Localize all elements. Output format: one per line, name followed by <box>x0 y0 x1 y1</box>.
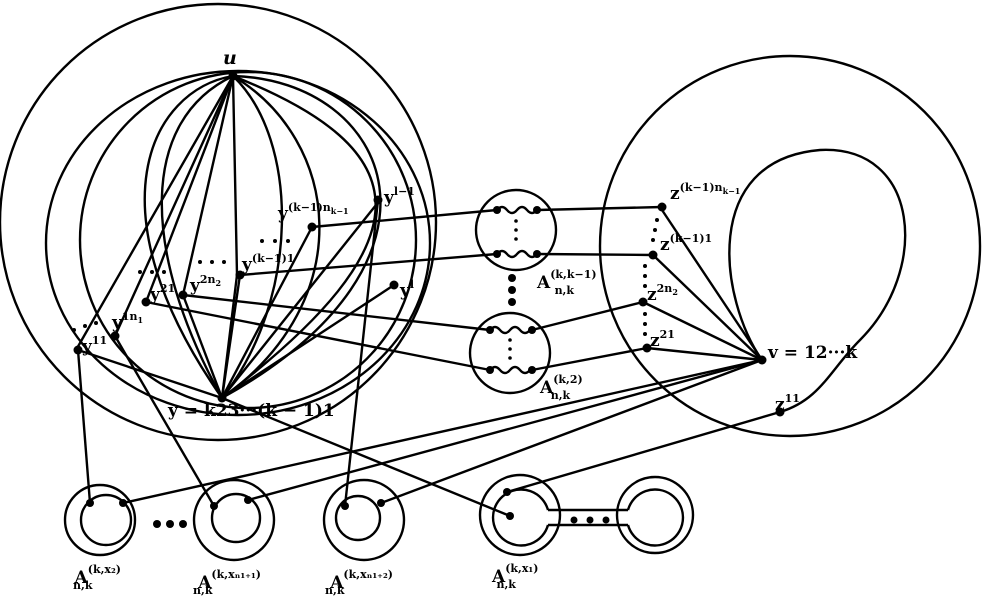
dots-mid <box>198 260 226 264</box>
A-k-xn1p2-outer <box>322 478 406 562</box>
label-z-kminus1-nk1: z(k−1)nk−1 <box>670 181 740 204</box>
A-k-2-circle <box>468 311 552 395</box>
edge-y2n2-A2 <box>182 293 491 332</box>
label-z-kminus1-1: z(k−1)1 <box>660 232 712 255</box>
bottom-cluster: A(k,x₂)n,k A(k,xₙ₁₊₁)n,k A(k,xₙ₁₊₂)n,k A… <box>63 473 695 597</box>
A-k-x2-inner <box>79 493 133 547</box>
u-y-curve-f <box>221 74 382 400</box>
edge-u-y21 <box>144 75 235 303</box>
edge-u-y1n1 <box>113 75 235 337</box>
u-y-curve-a <box>143 74 234 399</box>
edge-v-z21 <box>646 346 763 362</box>
edge-A2-z21 <box>531 346 648 372</box>
A-k-2-wave-bot <box>489 365 531 375</box>
z-dots-top <box>651 218 659 242</box>
edge-A-zk1 <box>536 252 654 257</box>
right-loop <box>728 148 907 414</box>
label-A-k-xn1p1: A(k,xₙ₁₊₁)n,k <box>193 568 261 597</box>
dots-lower-left <box>72 321 98 332</box>
A-k-kminus1-wave-top <box>496 205 538 215</box>
label-y-1n1: y1n1 <box>111 310 143 333</box>
u-y-curve-d <box>221 74 321 399</box>
A-k-kminus1-inner-dots <box>514 219 518 241</box>
edge-y21-A2 <box>145 300 491 372</box>
A-k-xn1p2-inner <box>334 494 382 542</box>
u-y-curve-c <box>221 75 284 399</box>
label-y-2n2: y2n2 <box>189 273 221 296</box>
z-dots-low <box>643 312 647 336</box>
label-A-k-x1: A(k,x₁)n,k <box>491 562 538 591</box>
edge-z11-Ax1 <box>506 410 781 494</box>
A-k-kminus1-wave-bot <box>496 249 538 259</box>
edge-v-Axn1p1 <box>247 358 763 502</box>
left-ellipse-1 <box>44 69 432 417</box>
A-k-x1-left-outer <box>478 473 562 557</box>
edge-v-z2n2 <box>642 300 763 362</box>
A-k-x2-outer <box>63 483 137 557</box>
edge-yl1-Axn1p2 <box>343 199 380 507</box>
label-y-kminus1-1: y(k−1)1 <box>241 252 294 275</box>
A-k-xn1p1-outer <box>192 478 276 562</box>
A-k-x1-right-inner <box>626 488 685 547</box>
edge-v-Ax2 <box>122 358 763 505</box>
middle-cluster: A(k,k−1)n,k A(k,2)n,k <box>468 188 597 402</box>
bottom-dots-1 <box>153 520 187 528</box>
edge-y-ykn <box>220 226 314 399</box>
edge-y-y2n2 <box>181 294 224 399</box>
A-k-2-inner-dots <box>508 338 512 360</box>
right-cluster: z(k−1)nk−1 z(k−1)1 z2n2 z21 z11 v = 12··… <box>598 54 982 438</box>
A-k-x1-right-outer <box>615 475 695 555</box>
edge-A2-z2n2 <box>531 300 644 332</box>
dots-left <box>138 270 166 274</box>
edge-y11-lower <box>77 348 223 400</box>
label-A-k-kminus1: A(k,k−1)n,k <box>536 268 597 297</box>
edge-ykn-A <box>311 208 498 229</box>
label-v-main: v = 12···k <box>767 343 858 363</box>
edge-v-zk1 <box>652 254 763 361</box>
label-A-k-x2: A(k,x₂)n,k <box>73 563 121 592</box>
edge-v-zkn <box>659 206 763 361</box>
A-k-x1-left-inner <box>491 488 550 547</box>
left-cluster: u y(k−1)nk−1 yl−1 y(k−1)1 y21 y2n2 yl y1… <box>0 2 438 442</box>
z-dots-mid <box>643 264 647 288</box>
label-z-11: z11 <box>775 392 800 415</box>
A-k-kminus1-circle <box>474 188 558 272</box>
left-outer-circle <box>0 2 438 442</box>
label-y-21: y21 <box>149 282 175 305</box>
dots-top <box>260 239 290 243</box>
vertex-u <box>228 71 238 81</box>
middle-vertical-dots <box>508 274 516 306</box>
label-A-k-xn1p2: A(k,xₙ₁₊₂)n,k <box>325 568 393 597</box>
edge-y1n1-Axn1p1 <box>113 335 216 507</box>
edge-u-y2n2 <box>181 75 235 296</box>
label-y-l-minus-1: yl−1 <box>383 185 415 208</box>
vertex-y-l <box>389 280 399 290</box>
edge-y-yk1 <box>220 274 242 399</box>
edge-A-zkn <box>536 205 663 212</box>
edge-yk1-A <box>239 252 498 277</box>
cross-edges <box>145 205 663 372</box>
edge-v-Axn1p2 <box>380 358 763 505</box>
label-z-21: z21 <box>650 328 675 351</box>
edge-y11-Ax2 <box>76 349 92 504</box>
edge-y-yl <box>221 283 395 400</box>
label-y-kminus1-nk1: y(k−1)nk−1 <box>277 201 349 224</box>
label-y-l: yl <box>399 278 414 301</box>
label-A-k-2: A(k,2)n,k <box>539 373 583 402</box>
edge-y-yl1 <box>221 199 381 399</box>
right-outer-circle <box>598 54 982 438</box>
edge-y-Ax1 <box>221 396 511 518</box>
A-k-2-wave-top <box>489 325 531 335</box>
bridge-dots <box>570 516 610 524</box>
long-edges <box>76 199 781 518</box>
u-y-curve-e <box>221 74 377 399</box>
A-k-xn1p1-inner <box>210 492 262 544</box>
label-u: u <box>223 47 237 69</box>
label-z-2n2: z2n2 <box>647 282 678 305</box>
edge-u-y11-1 <box>74 75 235 351</box>
